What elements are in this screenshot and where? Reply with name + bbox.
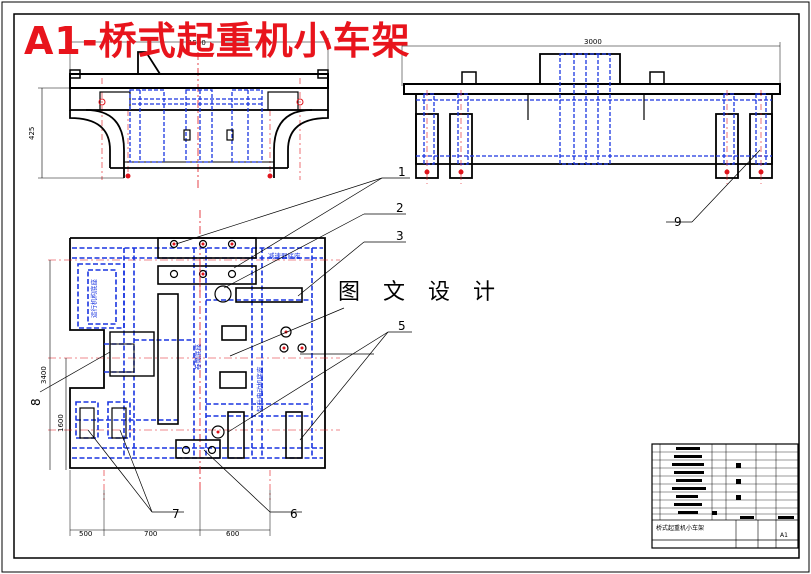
page-title: A1-桥式起重机小车架: [24, 19, 411, 63]
dim-bottom-700: 700: [144, 530, 157, 538]
front-view: 1500: [28, 36, 329, 190]
side-view: 3000: [401, 38, 781, 184]
balloon-7: 7: [172, 507, 180, 521]
dim-front-width: 1500: [188, 39, 206, 47]
watermark-text: 图 文 设 计: [336, 274, 505, 306]
balloon-1: 1: [398, 165, 406, 179]
label-motor-base: 起升电动机底座: [255, 366, 264, 412]
dim-plan-inner: 1600: [57, 414, 65, 432]
inner-frame: [13, 13, 800, 559]
balloon-5: 5: [398, 319, 406, 333]
dim-front-height: 425: [28, 127, 36, 140]
title-block-scale: A1: [780, 532, 788, 539]
balloon-3: 3: [396, 229, 404, 243]
balloon-9: 9: [674, 215, 682, 229]
dim-plan-height: 3400: [40, 366, 48, 384]
leader-lines: [39, 149, 761, 513]
dim-side-width: 3000: [584, 38, 602, 46]
label-travel-base: 运行机构底座: [89, 279, 98, 319]
dim-bottom-600: 600: [226, 530, 239, 538]
balloon-labels: 1 2 3 5 6 7 8 9: [29, 165, 682, 521]
balloon-8: 8: [29, 398, 43, 406]
plan-view: 减速器底座 运行机构底座 卷筒底座 起升电动机底座 3400 1600 500 …: [40, 210, 340, 538]
title-block-name: 桥式起重机小车架: [656, 524, 704, 532]
label-drum-base: 卷筒底座: [193, 344, 202, 371]
title-block: [651, 443, 799, 549]
balloon-6: 6: [290, 507, 298, 521]
dim-bottom-500: 500: [79, 530, 92, 538]
balloon-2: 2: [396, 201, 404, 215]
label-reducer-base: 减速器底座: [268, 251, 301, 260]
